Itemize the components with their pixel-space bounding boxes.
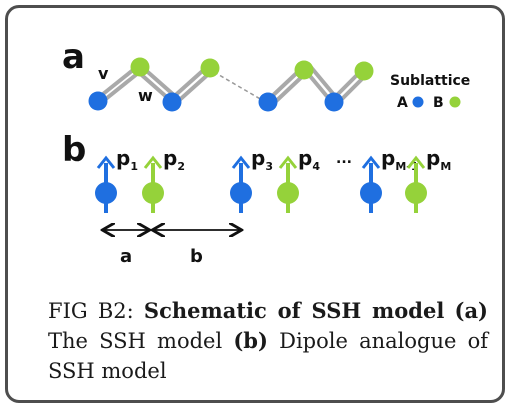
ellipsis: ... [336,151,352,167]
figure-svg: a v w Sublattice A B b [62,37,470,267]
dipole-site-a [360,182,382,204]
dipole-arrow-head [143,155,163,169]
site-b [294,60,314,80]
panel-b-label: b [62,130,86,170]
site-a [162,92,182,112]
site-b [200,58,220,78]
v-label: v [98,64,109,83]
dipole-4: p4 [277,146,320,213]
caption-a-text: The SSH model [48,329,223,353]
legend-b-dot [449,96,461,108]
caption-b-text: Dipole analogue of SSH model [48,329,488,383]
caption-fig: FIG B2: [48,299,134,323]
legend-a-dot [412,96,424,108]
dipole-label: p3 [251,146,273,173]
dipole-5: pM-1 [360,146,419,213]
bond-v [96,64,140,100]
figure-frame [5,5,505,403]
bond-dashed [213,71,263,101]
legend-title: Sublattice [390,73,470,89]
bond-6b [308,64,337,98]
site-b [130,57,150,77]
dipole-arrow-head [361,155,381,169]
dipole-arrow-head [231,155,251,169]
dipole-2: p2 [142,146,185,213]
dipole-1: p1 [95,146,138,213]
dipole-6: pM [405,146,451,213]
dipole-label: pM-1 [381,146,419,173]
dipole-arrow-head [278,155,298,169]
legend-b-label: B [433,95,444,111]
dipole-site-b [405,182,427,204]
distance-a-label: a [120,246,132,267]
dipole-arrow-head [406,155,426,169]
dipole-site-a [95,182,117,204]
dipole-label: p1 [116,146,138,173]
legend-a-label: A [397,95,408,111]
bond-v-2 [100,68,144,104]
site-a [258,92,278,112]
distance-b-label: b [190,246,203,267]
figure-caption: FIG B2: Schematic of SSH model (a) The S… [48,296,488,386]
dipole-3: p3 [230,146,273,213]
caption-b-tag: (b) [233,328,268,353]
dipole-site-a [230,182,252,204]
caption-title: Schematic of SSH model [143,298,445,323]
dipole-arrow-head [96,155,116,169]
dipole-site-b [277,182,299,204]
dipole-site-b [142,182,164,204]
site-a [324,92,344,112]
dipole-label: p2 [163,146,185,173]
site-b [354,61,374,81]
ssh-chain [88,57,374,112]
dipole-label: p4 [298,146,320,173]
dipole-label: pM [426,146,451,173]
w-label: w [138,86,153,105]
site-a [88,91,108,111]
panel-a-label: a [62,37,85,77]
caption-a-tag: (a) [454,298,488,323]
dipole-row: p1 p2 p3 p4 pM-1 pM [95,146,451,213]
